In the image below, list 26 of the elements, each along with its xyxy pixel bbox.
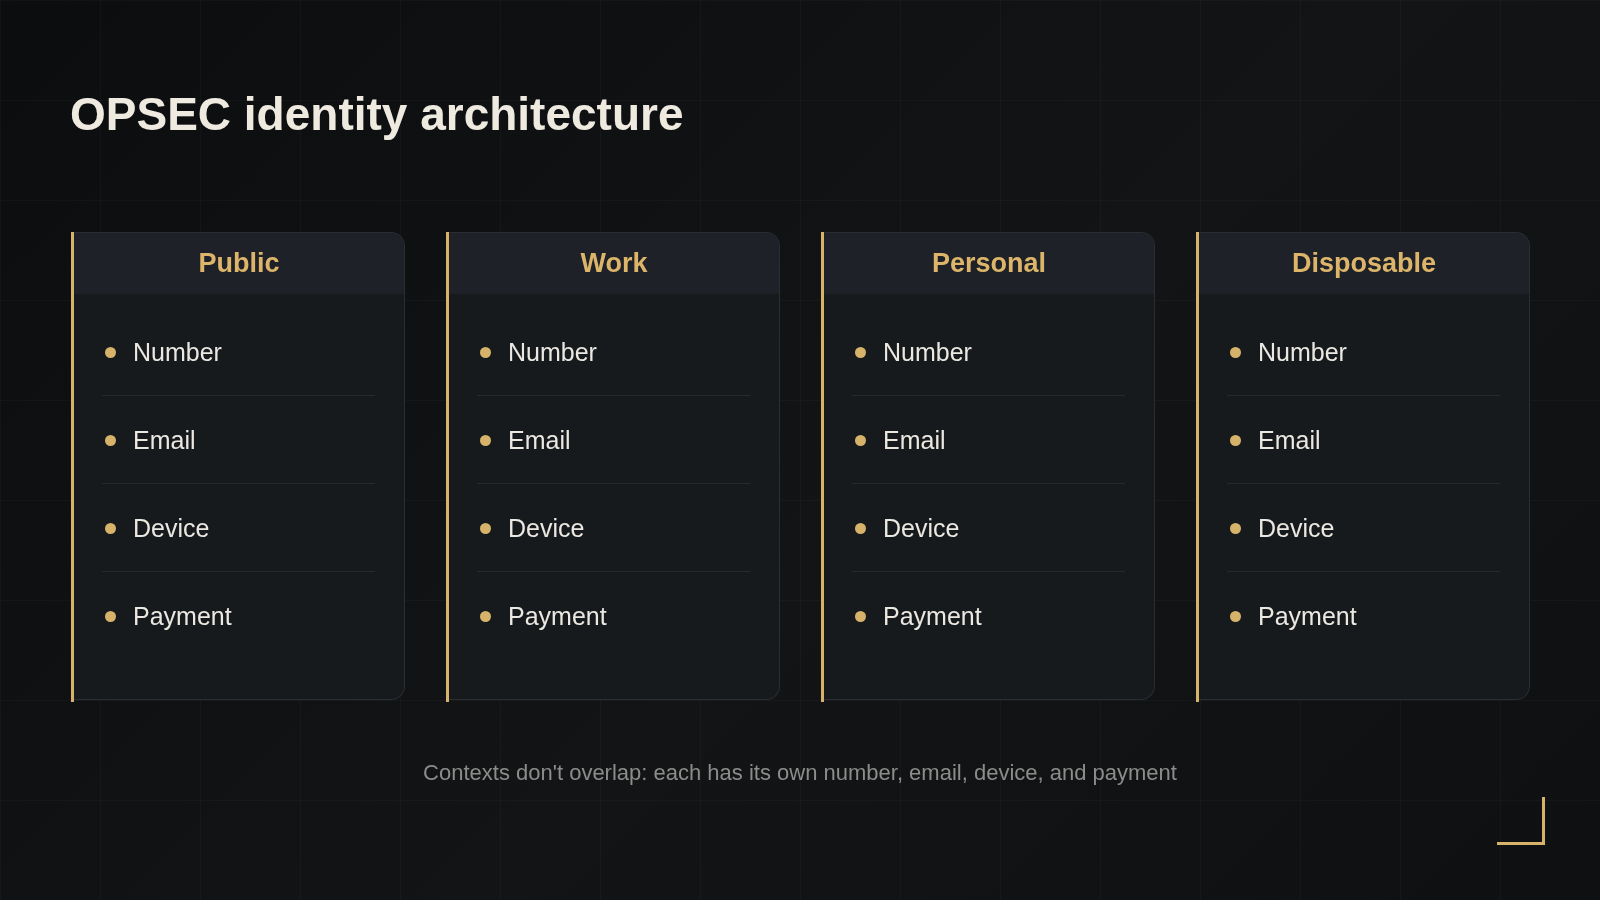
list-item-text: Number — [133, 337, 222, 367]
list-item-text: Email — [883, 425, 946, 455]
list-item-text: Number — [508, 337, 597, 367]
identity-card — [1196, 232, 1530, 700]
list-item-text: Device — [133, 513, 210, 543]
list-item-text: Payment — [508, 601, 607, 631]
list-item-text: Device — [1258, 513, 1335, 543]
list-item-text: Number — [883, 337, 972, 367]
list-item-text: Email — [508, 425, 571, 455]
list-item-text: Payment — [883, 601, 982, 631]
card-heading: Disposable — [1199, 233, 1529, 294]
list-item-text: Number — [1258, 337, 1347, 367]
identity-card — [821, 232, 1155, 700]
list-item-text: Email — [133, 425, 196, 455]
list-item-text: Device — [883, 513, 960, 543]
card-heading: Personal — [824, 233, 1154, 294]
card-heading: Public — [74, 233, 404, 294]
caption-text: Contexts don't overlap: each has its own number, email, device, and payment — [422, 759, 1178, 787]
identity-card — [446, 232, 780, 700]
list-item-text: Device — [508, 513, 585, 543]
identity-card — [71, 232, 405, 700]
card-heading: Work — [449, 233, 779, 294]
list-item-text: Payment — [133, 601, 232, 631]
list-item-text: Payment — [1258, 601, 1357, 631]
list-item-text: Email — [1258, 425, 1321, 455]
slide-title: OPSEC identity architecture — [70, 87, 684, 142]
